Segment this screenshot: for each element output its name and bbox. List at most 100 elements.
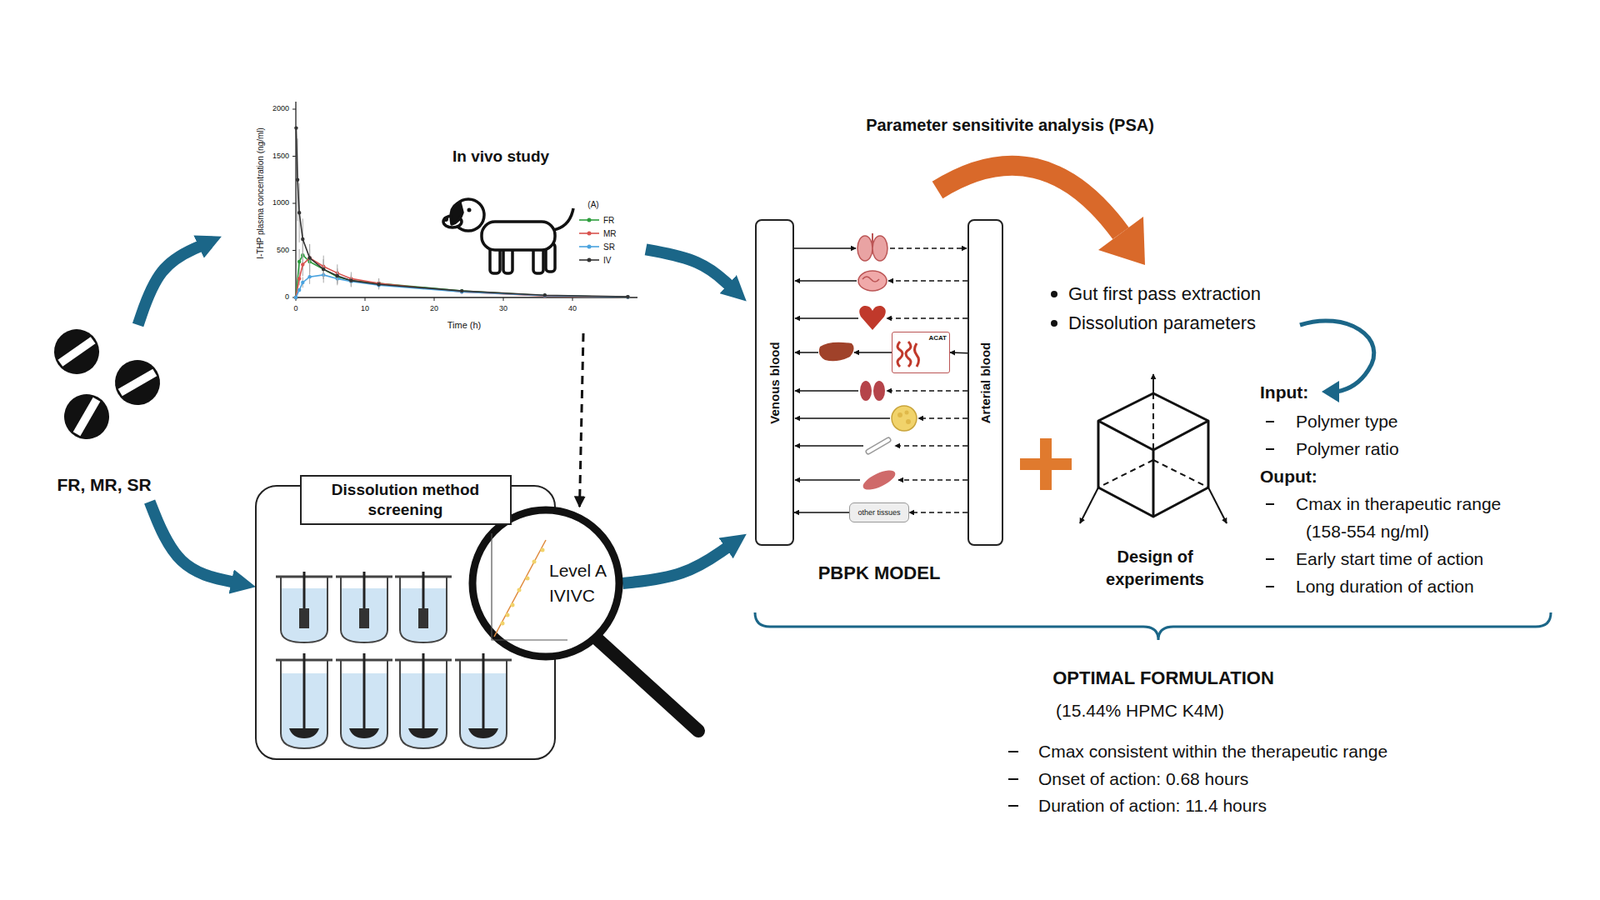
pk-point — [295, 178, 300, 182]
node-text: Design of experiments — [1084, 545, 1226, 591]
paddle-vessels — [275, 653, 512, 749]
connector-arrow — [950, 351, 968, 354]
organ-icons-part — [872, 235, 888, 261]
connector-arrow — [909, 511, 968, 514]
dog-icon-part — [450, 202, 463, 225]
pk-point — [625, 295, 630, 299]
pk-point — [297, 210, 301, 215]
label-text: 10 — [360, 304, 370, 313]
basket-vessels — [275, 571, 452, 643]
connector-arrow — [150, 501, 235, 583]
organ-icons-part — [905, 419, 911, 425]
node-text: PBPK MODEL — [818, 562, 941, 585]
organ-icons-part — [860, 466, 899, 494]
legend-dot — [587, 245, 592, 250]
pk-point — [300, 262, 305, 266]
bullet-dots — [1050, 290, 1058, 327]
label-holder: (15.44% HPMC K4M) — [1055, 699, 1225, 722]
flow-arrows-part — [918, 417, 968, 420]
organ-icons-part — [891, 405, 917, 431]
pk-point — [321, 267, 325, 271]
brace — [755, 612, 1551, 640]
tick — [434, 297, 435, 301]
legend-dot — [587, 218, 592, 223]
legend-dot — [587, 258, 592, 263]
doe-cube — [1080, 374, 1227, 524]
list-dashes-part — [1265, 503, 1275, 505]
dog-icon — [443, 199, 574, 274]
pk-point — [297, 288, 301, 292]
connector-arrow — [645, 249, 730, 286]
paddle-vessels-part-part — [468, 728, 499, 739]
tick — [292, 109, 296, 110]
pbpk-region: Venous bloodArterial bloodACATother tiss… — [745, 212, 1013, 596]
label-text: Time (h) — [447, 320, 482, 330]
label-holder: Parameter sensitivite analysis (PSA) — [860, 114, 1160, 136]
label-holder: Onset of action: 0.68 hours — [1038, 767, 1249, 790]
label-holder: 10 — [360, 304, 370, 315]
pk-point — [625, 295, 630, 299]
label-text: Input: — [1260, 382, 1309, 402]
list-dashes-part — [1008, 805, 1019, 807]
pk-point — [349, 278, 353, 282]
pk-series — [294, 125, 630, 299]
pk-point — [335, 274, 340, 278]
label-holder: I-THP plasma concentration (ng/ml) — [255, 127, 266, 260]
label-text: 40 — [568, 304, 577, 313]
label-text: (15.44% HPMC K4M) — [1055, 700, 1225, 720]
organ-icons-part — [858, 270, 887, 291]
flow-arrows-part — [898, 479, 968, 481]
pk-series — [294, 244, 630, 300]
organ-icons — [819, 233, 920, 494]
flow-arrows-part — [794, 247, 856, 250]
label-text: 1000 — [272, 198, 290, 207]
label-text: Cmax consistent within the therapeutic r… — [1038, 741, 1388, 761]
label-holder: Input: — [1260, 380, 1309, 404]
list-dashes-part — [1265, 448, 1275, 450]
label-holder: 30 — [499, 304, 508, 315]
connector-arrow — [579, 333, 584, 507]
tick — [292, 250, 296, 251]
legend-item: FR — [578, 213, 617, 227]
label-text: Parameter sensitivite analysis (PSA) — [865, 115, 1155, 135]
organ-icons-part — [859, 305, 886, 330]
label-holder: Polymer type — [1295, 410, 1399, 433]
basket-vessels-part-part — [303, 571, 306, 610]
label-holder: (158-554 ng/ml) — [1305, 520, 1430, 543]
label-text: Dissolution parameters — [1068, 312, 1256, 334]
node-text: FR, MR, SR — [56, 475, 151, 495]
flow-arrows-part — [795, 280, 857, 282]
pk-series — [294, 240, 630, 300]
tick — [292, 203, 296, 205]
label-text: 1500 — [272, 151, 290, 160]
label-holder: 20 — [430, 304, 439, 315]
venous-bar: Venous blood — [755, 219, 795, 546]
magnifier-lens — [469, 506, 623, 660]
flow-arrows-part — [886, 317, 968, 320]
other-tissues-box: other tissues — [849, 502, 910, 523]
label-holder: Ouput: — [1260, 465, 1318, 488]
tablets-part-part — [106, 351, 169, 414]
list-dashes-part — [1265, 558, 1275, 560]
label-holder: 1000 — [272, 198, 290, 209]
label-text: Long duration of action — [1295, 576, 1475, 596]
tablets-part-part — [118, 369, 158, 397]
pk-point — [321, 267, 325, 271]
flow-arrows-part — [888, 280, 968, 282]
label-text: Onset of action: 0.68 hours — [1038, 769, 1249, 789]
basket-vessels-part — [275, 571, 333, 643]
label-text: Polymer ratio — [1295, 439, 1400, 459]
organ-icons-part — [873, 380, 885, 401]
plus-sign-part — [1040, 438, 1052, 490]
label-holder: Time (h) — [447, 319, 482, 331]
legend-sample — [578, 229, 600, 238]
connector-arrow — [138, 245, 202, 325]
pk-point — [460, 289, 464, 293]
label-holder: 0 — [293, 304, 298, 315]
paddle-vessels-part-part — [363, 653, 366, 729]
paddle-vessels-part-part — [289, 728, 320, 739]
organ-icons-part — [897, 412, 903, 418]
plot-point — [510, 603, 515, 608]
label-text: Gut first pass extraction — [1068, 283, 1261, 305]
paddle-vessels-part — [335, 653, 393, 749]
